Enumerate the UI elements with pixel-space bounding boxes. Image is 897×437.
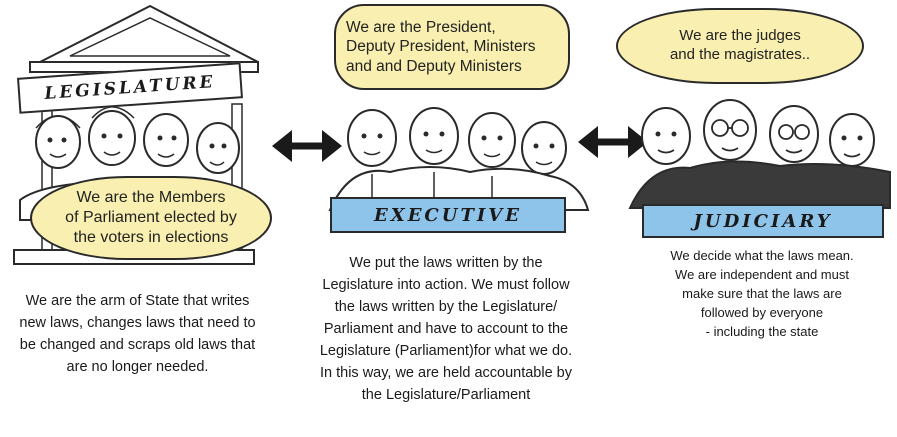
executive-speech-bubble: We are the President, Deputy President, … bbox=[334, 4, 570, 90]
judiciary-banner-text: JUDICIARY bbox=[693, 210, 833, 232]
judiciary-banner: JUDICIARY bbox=[642, 204, 884, 238]
judiciary-judges-illustration bbox=[628, 99, 891, 209]
legislature-banner-text: LEGISLATURE bbox=[43, 72, 217, 104]
executive-banner: EXECUTIVE bbox=[330, 197, 566, 233]
judiciary-speech-text: We are the judges and the magistrates.. bbox=[669, 27, 811, 63]
legislature-caption: We are the arm of State that writes new … bbox=[19, 293, 256, 375]
executive-caption: We put the laws written by the Legislatu… bbox=[319, 255, 573, 403]
executive-ministers-illustration bbox=[328, 107, 590, 211]
double-arrow-right-icon bbox=[578, 126, 648, 158]
judiciary-speech-bubble: We are the judges and the magistrates.. bbox=[616, 8, 864, 84]
legislature-speech-bubble: We are the Members of Parliament elected… bbox=[30, 176, 272, 260]
executive-banner-text: EXECUTIVE bbox=[374, 204, 522, 226]
judiciary-caption: We decide what the laws mean. We are ind… bbox=[670, 248, 854, 339]
executive-speech-text: We are the President, Deputy President, … bbox=[346, 18, 536, 75]
double-arrow-left-icon bbox=[272, 130, 342, 162]
legislature-speech-text: We are the Members of Parliament elected… bbox=[65, 189, 237, 246]
